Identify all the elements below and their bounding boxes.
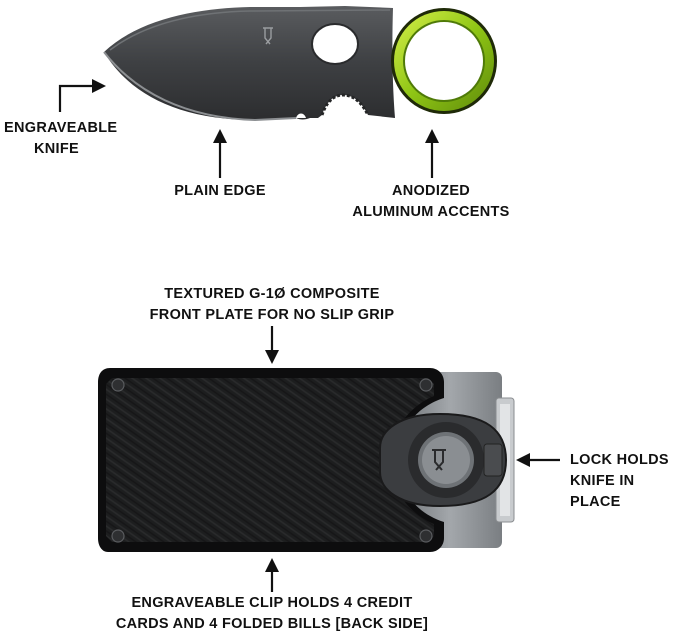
label-engraveable-clip: ENGRAVEABLE CLIP HOLDS 4 CREDIT CARDS AN… bbox=[115, 595, 429, 632]
lock-mechanism bbox=[379, 412, 508, 508]
aluminum-ring bbox=[391, 8, 497, 114]
label-anodized-accents: ANODIZED ALUMINUM ACCENTS bbox=[352, 183, 510, 220]
knife-blade bbox=[104, 6, 395, 120]
label-plain-edge: PLAIN EDGE bbox=[174, 183, 266, 199]
gerber-logo-icon bbox=[263, 27, 273, 45]
finger-hole bbox=[312, 24, 358, 64]
label-lock-holds-knife: LOCK HOLDS KNIFE IN PLACE bbox=[570, 452, 669, 510]
arrows-top bbox=[58, 79, 439, 178]
label-engraveable-knife: ENGRAVEABLE KNIFE bbox=[4, 120, 118, 157]
screws bbox=[111, 378, 433, 543]
knife bbox=[103, 6, 497, 122]
card-holder bbox=[98, 368, 515, 552]
gerber-logo-icon bbox=[432, 449, 446, 471]
label-textured-front-plate: TEXTURED G-1Ø COMPOSITE FRONT PLATE FOR … bbox=[149, 286, 395, 323]
arrows-bottom bbox=[265, 326, 560, 592]
